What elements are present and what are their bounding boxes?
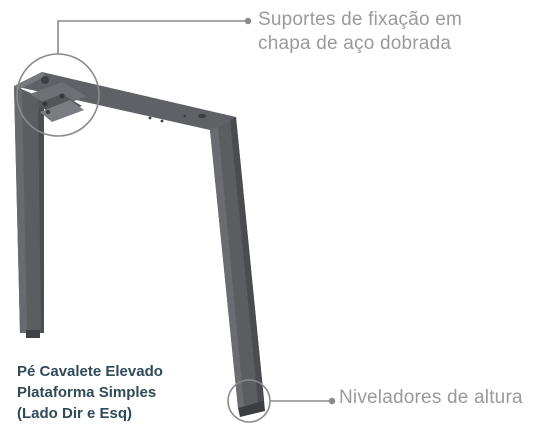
leveler-callout — [227, 379, 336, 423]
leveler-callout-dot — [328, 397, 336, 405]
bracket-callout — [16, 17, 252, 137]
right-leg — [210, 117, 265, 417]
product-title-line1: Pé Cavalete Elevado — [17, 363, 163, 380]
product-title-line2: Plataforma Simples — [17, 384, 157, 401]
left-leg — [14, 86, 44, 338]
leveler-callout-label: Niveladores de altura — [339, 387, 523, 408]
product-title: Pé Cavalete Elevado Plataforma Simples (… — [17, 361, 217, 424]
bracket-callout-line — [57, 20, 246, 54]
bracket-callout-dot — [244, 17, 252, 25]
mounting-bracket — [30, 76, 86, 122]
bracket-callout-line1: Suportes de fixação em — [258, 9, 463, 30]
bracket-callout-line2: chapa de aço dobrada — [258, 33, 452, 54]
product-title-line3: (Lado Dir e Esq) — [17, 405, 133, 422]
bracket-callout-label: Suportes de fixação em chapa de aço dobr… — [258, 8, 538, 56]
